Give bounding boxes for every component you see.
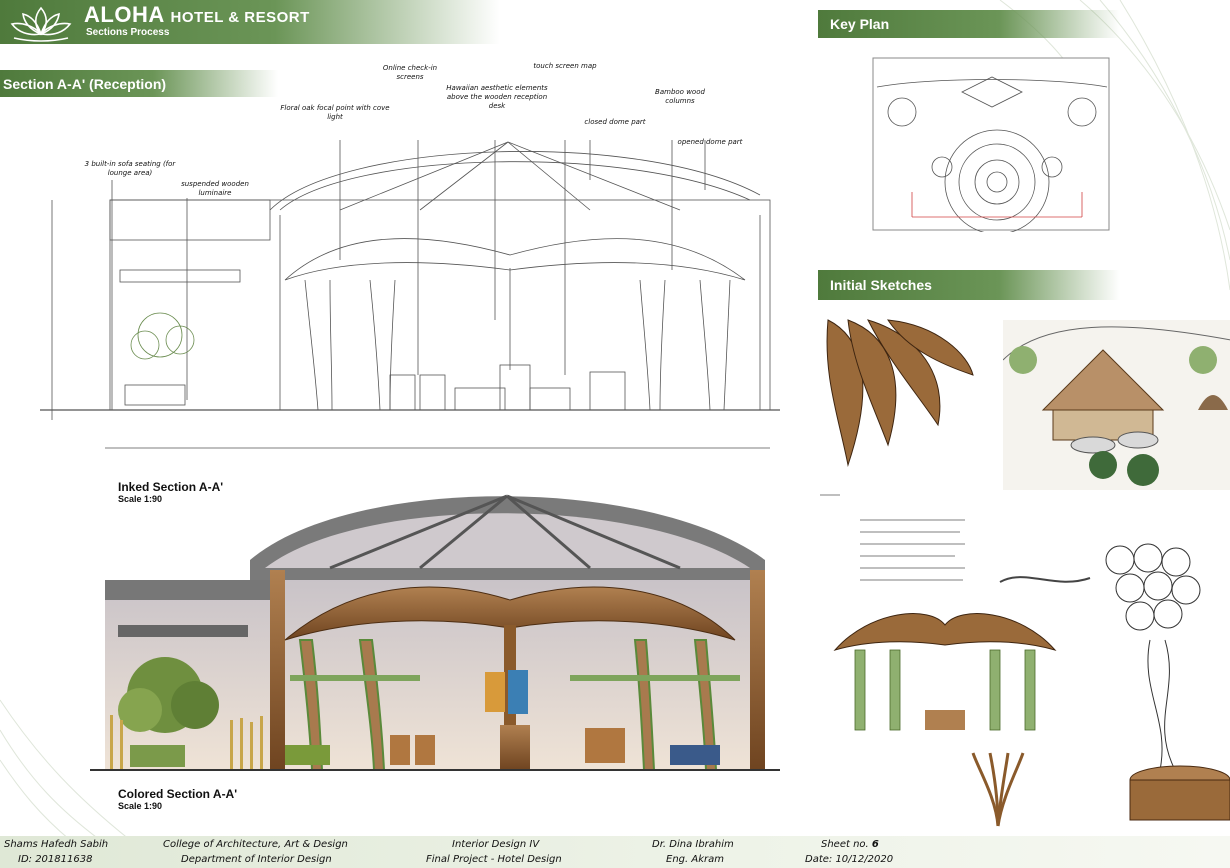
inked-section-drawing xyxy=(40,140,780,449)
colored-section-drawing xyxy=(90,494,780,771)
sketch-parametric-waves xyxy=(999,576,1091,583)
title-banner: ALOHA HOTEL & RESORT Sections Process xyxy=(0,0,500,44)
sketch-bamboo-column xyxy=(971,752,1025,827)
sketch-canopy-pavilion xyxy=(833,613,1057,731)
annotation-closed-dome: closed dome part xyxy=(584,118,646,126)
sketch-notes xyxy=(820,494,965,581)
student-name: Shams Hafedh Sabih xyxy=(4,839,109,850)
annotation-suspended-luminaire: suspended wooden luminaire xyxy=(181,180,249,197)
key-plan-drawing xyxy=(872,57,1110,232)
key-plan-banner: Key Plan xyxy=(818,10,1120,38)
sketch-leaf-canopy xyxy=(826,319,974,467)
inked-section-caption: Inked Section A-A' Scale 1:90 xyxy=(118,480,223,504)
sketch-sculpture xyxy=(1105,543,1230,821)
student-id: ID: 201811638 xyxy=(18,854,93,865)
lotus-logo-icon xyxy=(10,6,72,42)
sheet-date: Date: 10/12/2020 xyxy=(805,854,894,865)
colored-section-title: Colored Section A-A' xyxy=(118,787,238,801)
section-title-banner: Section A-A' (Reception) xyxy=(0,70,278,97)
subtitle: Sections Process xyxy=(86,27,170,38)
course-name: Interior Design IV xyxy=(452,839,540,850)
annotation-bamboo-columns: Bamboo wood columns xyxy=(655,88,705,105)
footer-bar: Shams Hafedh Sabih ID: 201811638 College… xyxy=(0,836,1230,868)
inked-section-scale: Scale 1:90 xyxy=(118,494,163,504)
colored-section-scale: Scale 1:90 xyxy=(118,801,163,811)
annotation-opened-dome: opened dome part xyxy=(677,138,743,146)
college-name: College of Architecture, Art & Design xyxy=(163,839,348,850)
instructor-name: Dr. Dina Ibrahim xyxy=(652,839,734,850)
department-name: Department of Interior Design xyxy=(181,854,332,865)
inked-section-title: Inked Section A-A' xyxy=(118,480,224,494)
annotation-floral-oak: Floral oak focal point with cove light xyxy=(280,104,390,121)
initial-sketches-banner: Initial Sketches xyxy=(818,270,1120,300)
annotation-hawaiian-elements: Hawaiian aesthetic elements above the wo… xyxy=(446,84,548,110)
sketch-aloha-pavilion xyxy=(1003,320,1230,490)
sheet-number: Sheet no. 6 xyxy=(821,839,879,850)
annotation-checkin-screens: Online check-in screens xyxy=(382,64,438,81)
brand-name: ALOHA HOTEL & RESORT xyxy=(84,2,310,27)
annotation-sofa-seating: 3 built-in sofa seating (for lounge area… xyxy=(84,160,176,177)
annotation-touch-map: touch screen map xyxy=(533,62,597,70)
project-name: Final Project - Hotel Design xyxy=(426,854,562,865)
colored-section-caption: Colored Section A-A' Scale 1:90 xyxy=(118,787,237,811)
assistant-name: Eng. Akram xyxy=(666,854,724,865)
